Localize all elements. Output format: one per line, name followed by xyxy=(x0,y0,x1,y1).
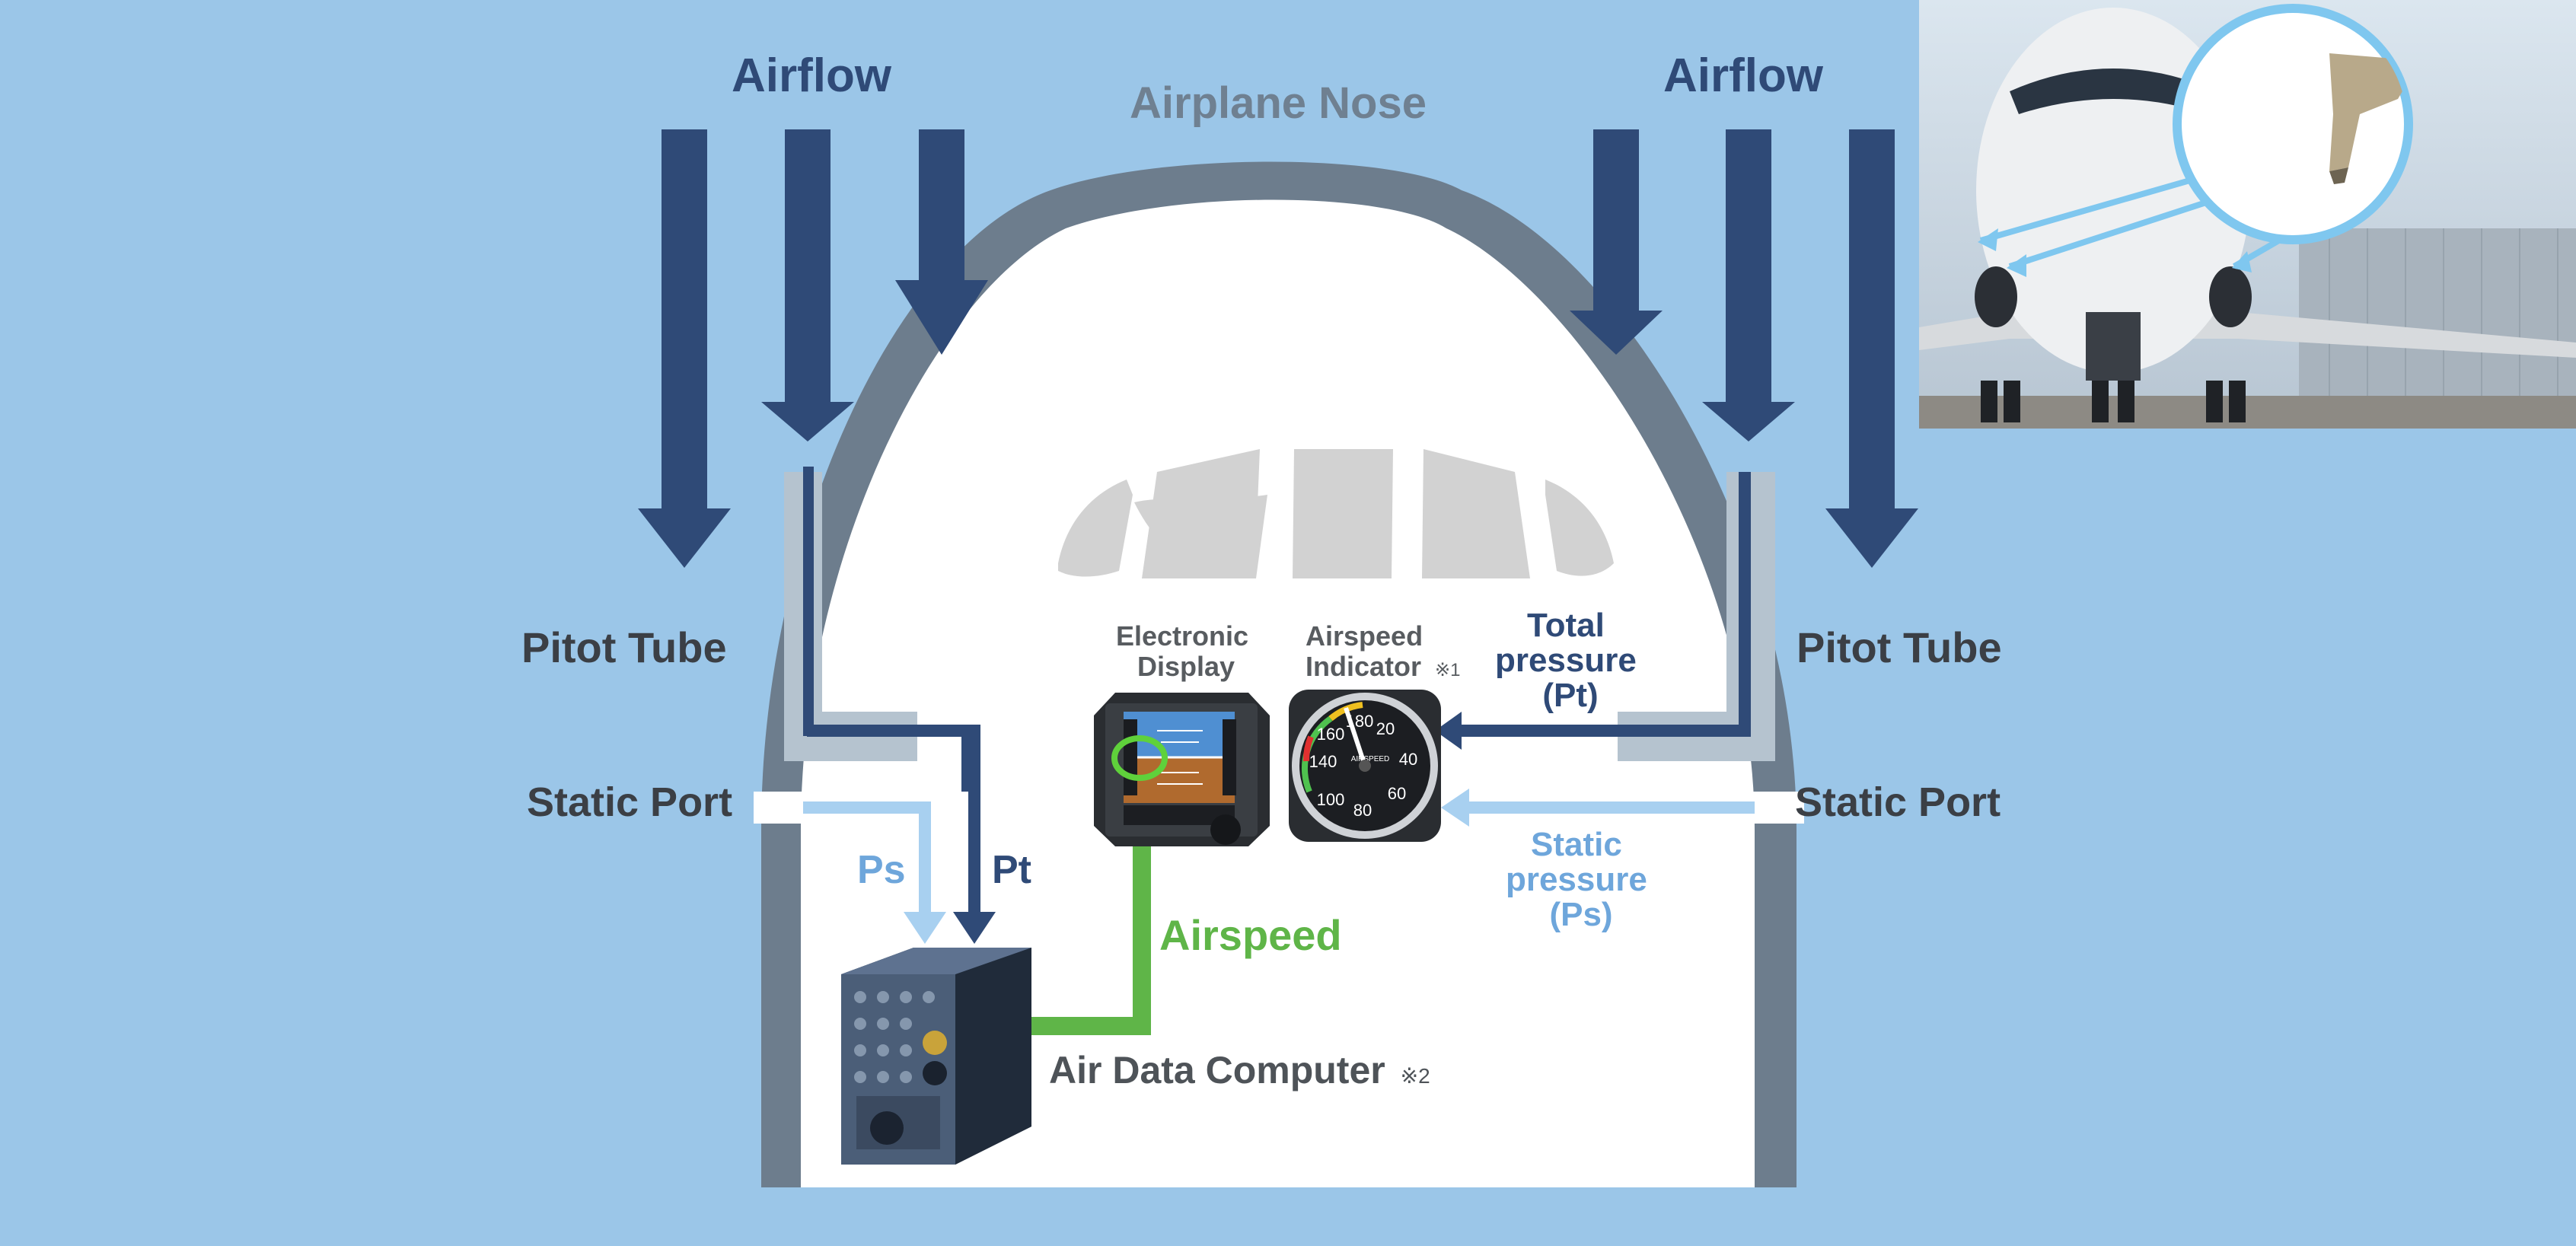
ps-line xyxy=(803,801,946,944)
static-port-gap-right xyxy=(1751,792,1804,824)
pitot-tube-right-label: Pitot Tube xyxy=(1797,623,2002,671)
pitot-tube-right xyxy=(1435,472,1775,761)
electronic-display xyxy=(1094,693,1270,846)
pitot-tube-zoom-circle xyxy=(2173,4,2413,244)
airspeed-indicator-gauge: 20 40 60 80 100 140 160 180 AIRSPEED xyxy=(1289,690,1441,842)
gauge-tick-100: 100 xyxy=(1317,790,1345,809)
gauge-tick-20: 20 xyxy=(1376,719,1395,738)
gauge-tick-140: 140 xyxy=(1309,752,1337,771)
gauge-tick-40: 40 xyxy=(1399,750,1417,769)
nose-interior xyxy=(801,199,1755,1187)
air-data-computer xyxy=(841,948,1031,1165)
airflow-left-label: Airflow xyxy=(732,49,892,102)
electronic-display-label: Electronic Display xyxy=(1116,620,1256,682)
airflow-right-label: Airflow xyxy=(1663,49,1824,102)
airspeed-indicator-label: Airspeed Indicator ※1 xyxy=(1306,620,1461,682)
air-data-computer-label: Air Data Computer ※2 xyxy=(1049,1049,1430,1091)
pt-line xyxy=(807,725,996,944)
cockpit-windows xyxy=(1058,449,1614,578)
static-port-right-label: Static Port xyxy=(1795,779,2001,825)
gauge-tick-160: 160 xyxy=(1317,725,1345,744)
gauge-face-label: AIRSPEED xyxy=(1351,755,1390,763)
gauge-tick-80: 80 xyxy=(1353,801,1372,820)
airflow-arrows-right xyxy=(1570,129,1918,568)
pt-label: Pt xyxy=(992,848,1031,892)
total-pressure-label: Total pressure (Pt) xyxy=(1495,607,1646,714)
airspeed-label: Airspeed xyxy=(1159,911,1342,959)
static-pressure-line xyxy=(1441,789,1755,827)
static-pressure-label: Static pressure (Ps) xyxy=(1506,826,1656,933)
static-port-left-label: Static Port xyxy=(527,779,732,825)
airplane-nose-label: Airplane Nose xyxy=(1130,78,1427,128)
pitot-tube-left-label: Pitot Tube xyxy=(521,623,727,671)
ps-label: Ps xyxy=(857,848,906,892)
static-port-gap-left xyxy=(754,792,807,824)
airflow-arrows-left xyxy=(638,129,988,568)
airspeed-tape-highlight xyxy=(1111,735,1168,781)
gauge-tick-60: 60 xyxy=(1388,784,1406,803)
